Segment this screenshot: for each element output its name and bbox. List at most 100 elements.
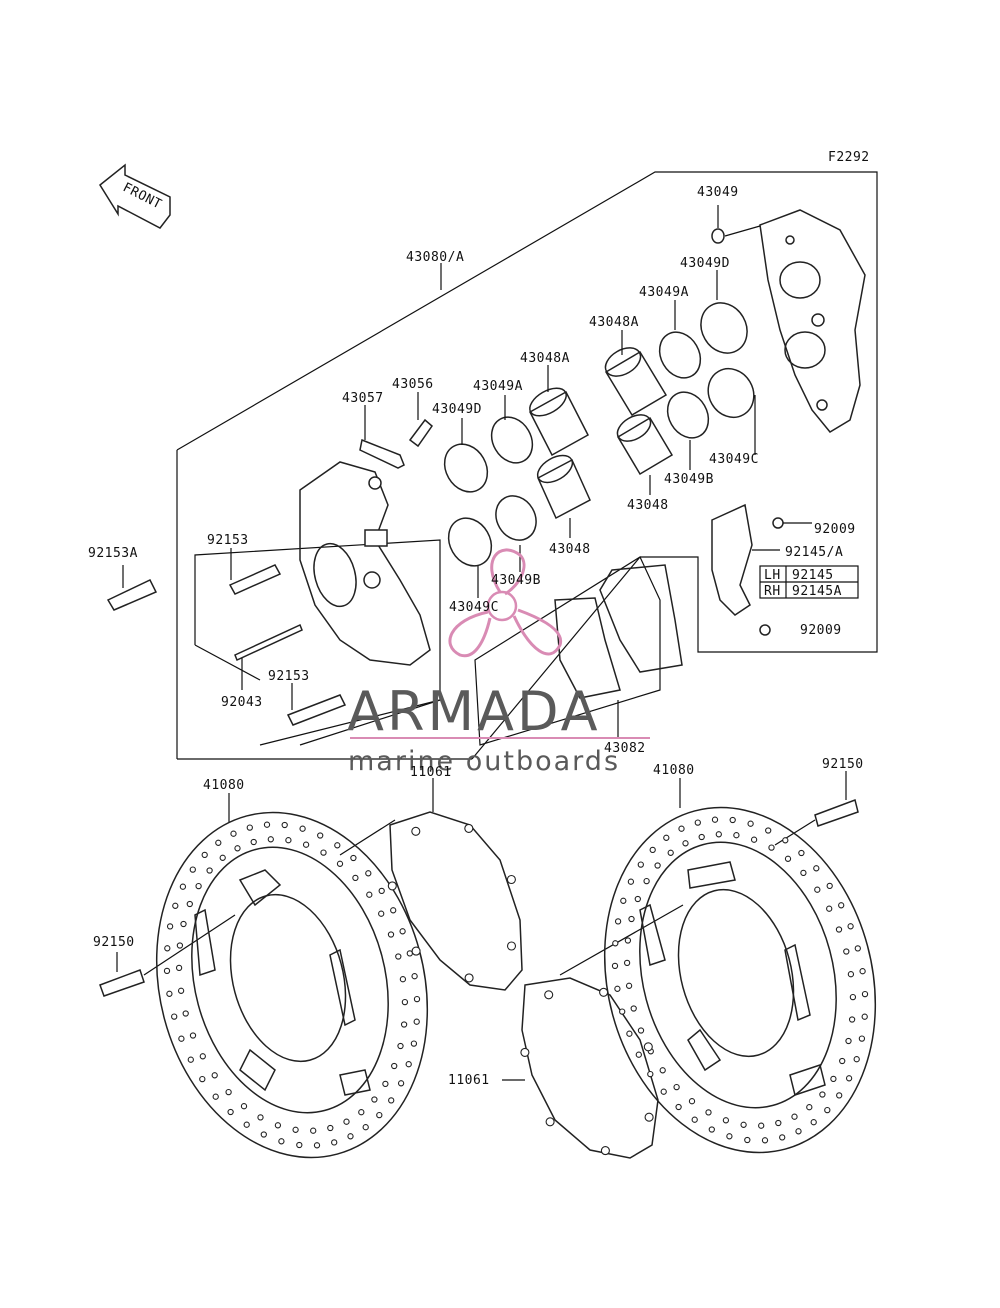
disc-hole <box>758 1122 765 1129</box>
table-row-lh-side: LH <box>764 568 781 583</box>
top-gasket-holes <box>387 823 517 983</box>
disc-hole <box>281 821 288 829</box>
disc-hole <box>768 844 775 851</box>
disc-hole <box>620 897 627 904</box>
disc-hole <box>643 1042 653 1052</box>
disc-hole <box>399 976 407 983</box>
disc-hole <box>299 825 306 832</box>
right-brake-disc <box>603 806 877 1154</box>
disc-hole <box>320 849 327 856</box>
disc-hole <box>750 836 758 843</box>
disc-hole <box>212 1093 219 1100</box>
disc-hole <box>175 964 183 972</box>
disc-hole <box>347 1133 354 1140</box>
disc-hole <box>506 874 516 885</box>
disc-hole <box>371 1096 378 1103</box>
disc-hole <box>644 1112 654 1122</box>
label-41080-right: 41080 <box>653 763 695 778</box>
disc-hole <box>691 1116 698 1123</box>
disc-hole <box>761 1137 769 1144</box>
label-92150-left: 92150 <box>93 935 135 950</box>
pad-box-outline <box>474 556 661 746</box>
label-43056: 43056 <box>392 377 434 392</box>
disc-hole <box>246 824 253 831</box>
disc-hole <box>747 820 754 827</box>
label-41080-left: 41080 <box>203 778 245 793</box>
disc-hole <box>861 1013 868 1020</box>
disc-hole <box>810 1119 817 1126</box>
disc-hole <box>711 816 719 823</box>
disc-hole <box>624 937 632 944</box>
disc-hole <box>858 1035 866 1042</box>
disc-hole <box>310 1127 317 1134</box>
disc-hole <box>219 854 226 861</box>
disc-hole <box>395 953 402 960</box>
disc-hole <box>343 1118 350 1125</box>
disc-hole <box>177 987 185 994</box>
label-43049A-right: 43049A <box>639 285 689 300</box>
disc-hole <box>614 918 622 925</box>
disc-hole <box>331 1139 338 1146</box>
label-11061-bottom: 11061 <box>448 1073 490 1088</box>
label-43048A-right: 43048A <box>589 315 639 330</box>
disc-hole <box>847 971 855 978</box>
disc-hole <box>634 895 641 903</box>
disc-hole <box>708 1126 715 1133</box>
disc-hole <box>626 1030 633 1037</box>
disc-hole <box>411 946 421 956</box>
disc-hole <box>411 826 421 836</box>
disc-hole <box>260 1131 267 1138</box>
label-92043: 92043 <box>221 695 263 710</box>
label-43049-top: 43049 <box>697 185 739 200</box>
disc-hole <box>544 990 554 1000</box>
disc-hole <box>726 1133 733 1140</box>
label-43049D-right: 43049D <box>680 256 730 271</box>
watermark-brand: ARMADA <box>347 680 601 743</box>
right-caliper-half <box>759 209 866 433</box>
right-disc-inner-holes <box>623 831 857 1129</box>
disc-hole <box>176 942 184 949</box>
disc-hole <box>358 1109 365 1116</box>
label-43082: 43082 <box>604 741 646 756</box>
disc-hole <box>798 849 805 857</box>
label-43080A: 43080/A <box>406 250 464 265</box>
disc-hole <box>843 948 850 955</box>
caliper-assembly-outline <box>176 171 878 760</box>
front-arrow-icon: FRONT <box>99 163 171 229</box>
disc-hole <box>849 993 857 1001</box>
disc-hole <box>182 1010 189 1017</box>
label-43049C-right: 43049C <box>709 452 759 467</box>
disc-hole <box>520 1047 530 1057</box>
disc-hole <box>180 920 187 928</box>
disc-hole <box>166 990 173 997</box>
disc-hole <box>334 842 341 849</box>
disc-hole <box>378 887 385 895</box>
disc-hole <box>302 841 310 848</box>
disc-hole <box>647 1070 654 1078</box>
disc-hole <box>775 1119 782 1127</box>
disc-hole <box>859 968 866 975</box>
leader-lines <box>116 205 847 1081</box>
disc-hole <box>765 827 772 834</box>
disc-hole <box>599 987 609 997</box>
lh-rh-table: LH 92145 RH 92145A <box>759 565 859 599</box>
disc-hole <box>179 883 187 890</box>
disc-hole <box>625 982 633 989</box>
disc-hole <box>313 1142 321 1149</box>
disc-hole <box>199 1053 206 1060</box>
disc-hole <box>401 998 409 1006</box>
disc-hole <box>659 1067 666 1074</box>
disc-hole <box>225 1088 232 1096</box>
disc-hole <box>813 865 820 872</box>
disc-hole <box>673 1083 680 1091</box>
disc-hole <box>835 926 843 933</box>
disc-hole <box>172 902 179 909</box>
disc-hole <box>366 891 373 898</box>
disc-hole <box>189 866 196 873</box>
disc-hole <box>779 1134 786 1141</box>
disc-hole <box>166 923 174 930</box>
label-43057: 43057 <box>342 391 384 406</box>
label-43049A-mid: 43049A <box>473 379 523 394</box>
disc-hole <box>336 860 344 867</box>
disc-hole <box>667 849 674 856</box>
